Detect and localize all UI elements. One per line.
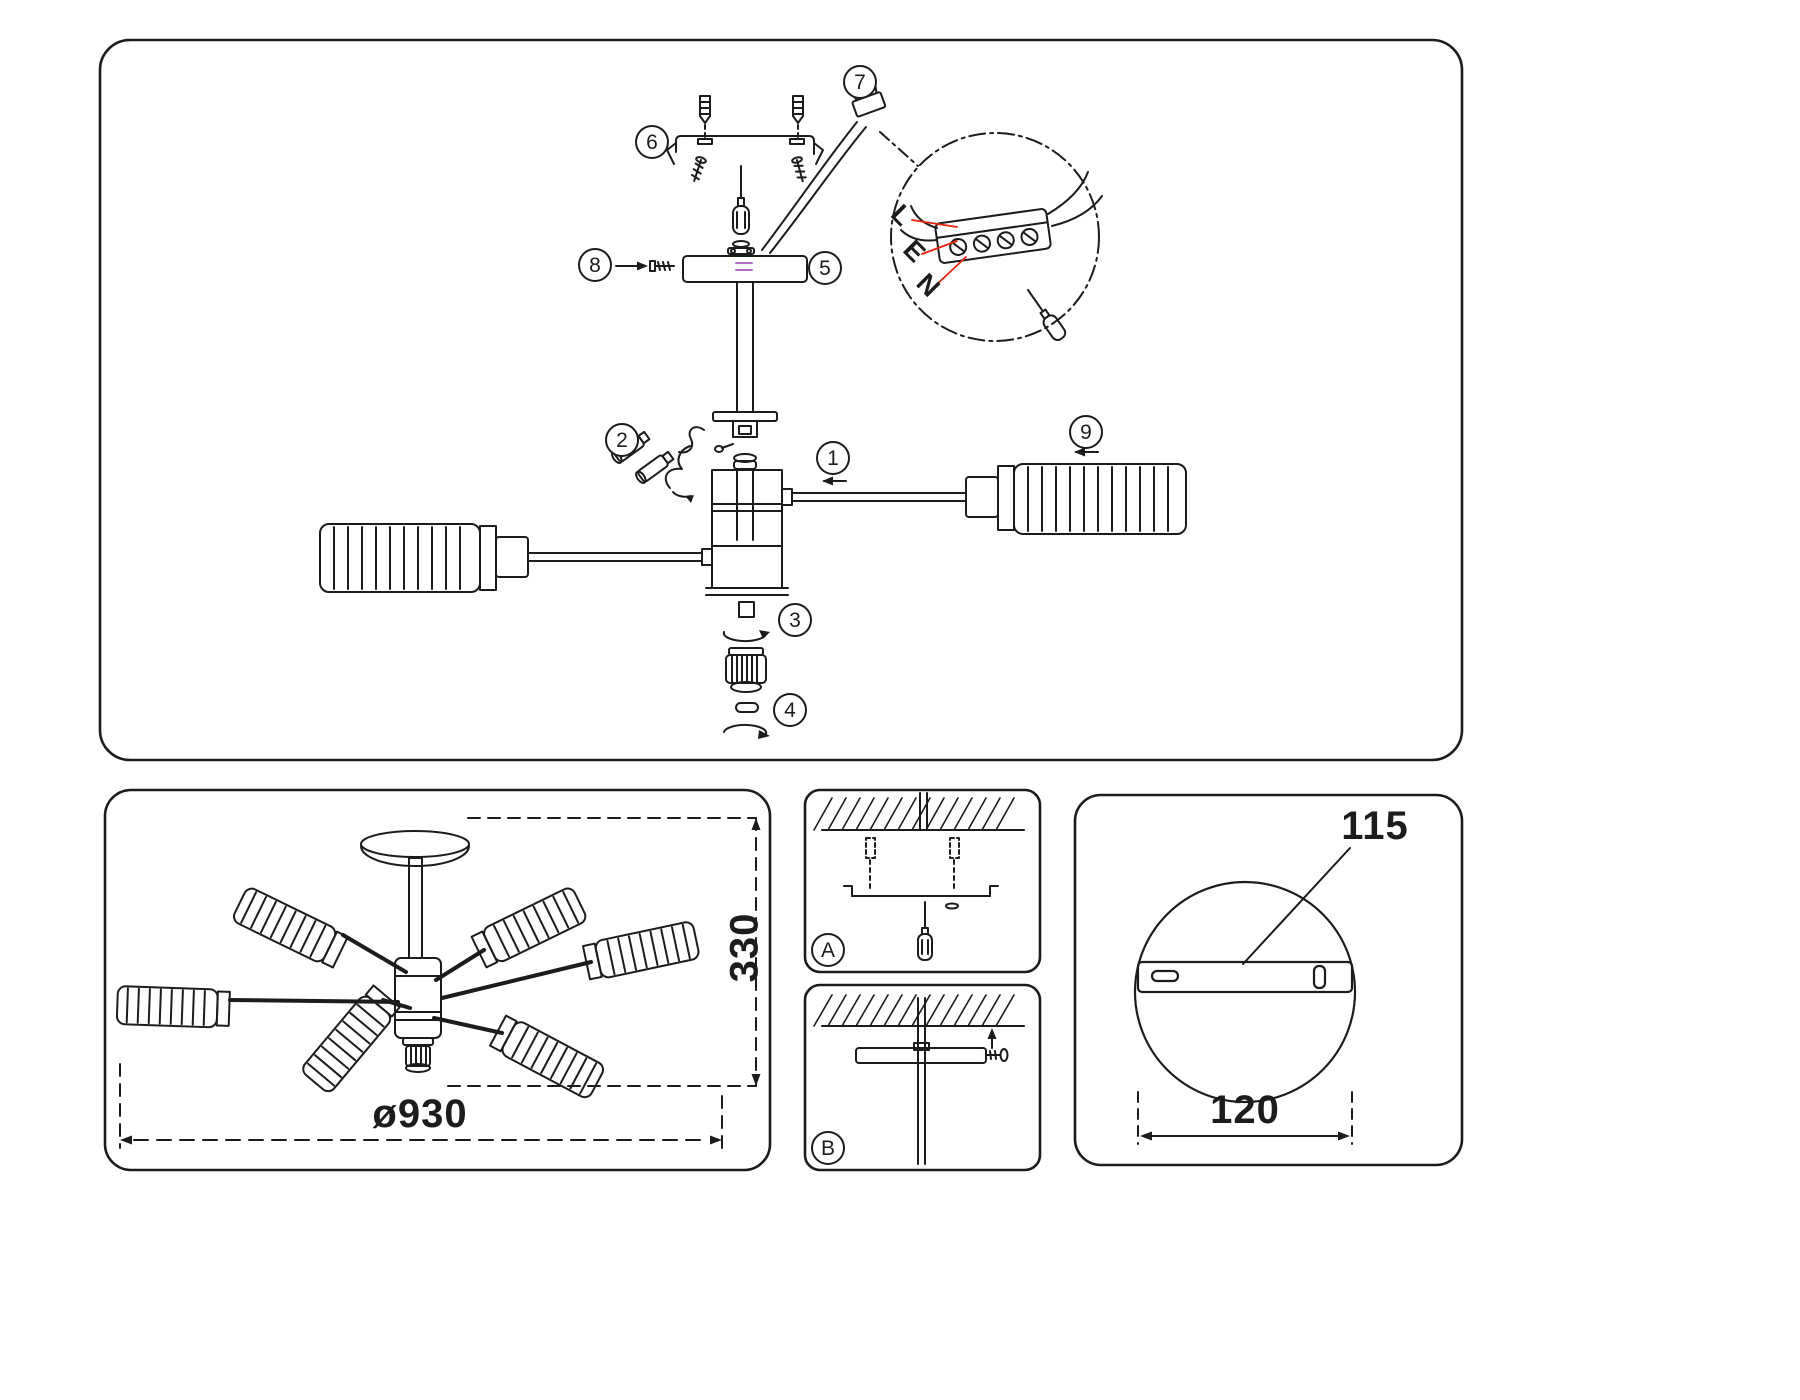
wall-anchor-icons (699, 95, 804, 139)
screwdriver-icon (732, 165, 750, 248)
detail-a-drawing (813, 792, 1025, 961)
step-badge-2: 2 (605, 423, 639, 457)
ceiling-bracket (666, 135, 824, 183)
panel-overview-border (103, 788, 772, 1172)
step-badge-5: 5 (808, 251, 842, 285)
chandelier-shade (470, 887, 587, 969)
assembled-chandelier-drawing (115, 817, 761, 1149)
detail-a-badge: A (811, 933, 845, 967)
panel-main-border (98, 38, 1464, 762)
screwdriver-small-icon (1027, 289, 1067, 341)
chandelier-shade (115, 985, 231, 1029)
chandelier-shade (581, 921, 700, 981)
terminal-block (934, 208, 1052, 264)
chandelier-shade (489, 1014, 605, 1099)
left-arm-shade (319, 523, 713, 593)
socket-parts (722, 601, 770, 693)
detail-b-badge: B (811, 1131, 845, 1165)
slot-hole-left (1150, 969, 1180, 983)
leader-line-115 (1242, 847, 1351, 965)
dimension-plate-width-label: 120 (1210, 1088, 1280, 1132)
down-tube (712, 281, 778, 470)
canopy-screw (615, 260, 675, 272)
dimension-lines-base (1137, 1091, 1353, 1145)
step-badge-6: 6 (635, 125, 669, 159)
panel-detail-b-border (803, 983, 1042, 1172)
panel-base-border (1073, 793, 1464, 1167)
dimension-height-label: 330 (722, 912, 767, 983)
step-badge-8: 8 (578, 248, 612, 282)
step-badge-4: 4 (773, 693, 807, 727)
chandelier-shade (302, 984, 401, 1093)
wire-leader-lines (911, 219, 967, 288)
detail-b-drawing (813, 994, 1025, 1165)
ring-part (723, 702, 770, 739)
dimension-hole-spacing-label: 115 (1341, 804, 1409, 848)
ceiling-hatch-b (813, 994, 1015, 1027)
panel-detail-a-border (803, 788, 1042, 974)
screwdriver-a-icon (917, 901, 933, 961)
chandelier-arms (228, 933, 593, 1035)
base-plate-drawing (1133, 847, 1357, 1145)
supply-connector-and-wires (761, 82, 919, 254)
step-badge-1: 1 (816, 441, 850, 475)
ceiling-hatch-a (813, 797, 1015, 831)
exploded-assembly-drawing (319, 82, 1187, 739)
step-badge-7: 7 (843, 65, 877, 99)
dimension-diameter-label: ø930 (372, 1092, 468, 1136)
wiring-detail-circle (890, 132, 1103, 342)
central-hub (705, 469, 789, 596)
canopy-assembly (682, 247, 808, 283)
dimension-lines-overview (119, 817, 761, 1149)
slot-hole-right (1312, 964, 1327, 990)
step-badge-9: 9 (1069, 415, 1103, 449)
panel-borders (98, 38, 1464, 1172)
chandelier-shade (233, 887, 349, 969)
step-badge-3: 3 (778, 603, 812, 637)
right-arm-shade (781, 447, 1187, 535)
